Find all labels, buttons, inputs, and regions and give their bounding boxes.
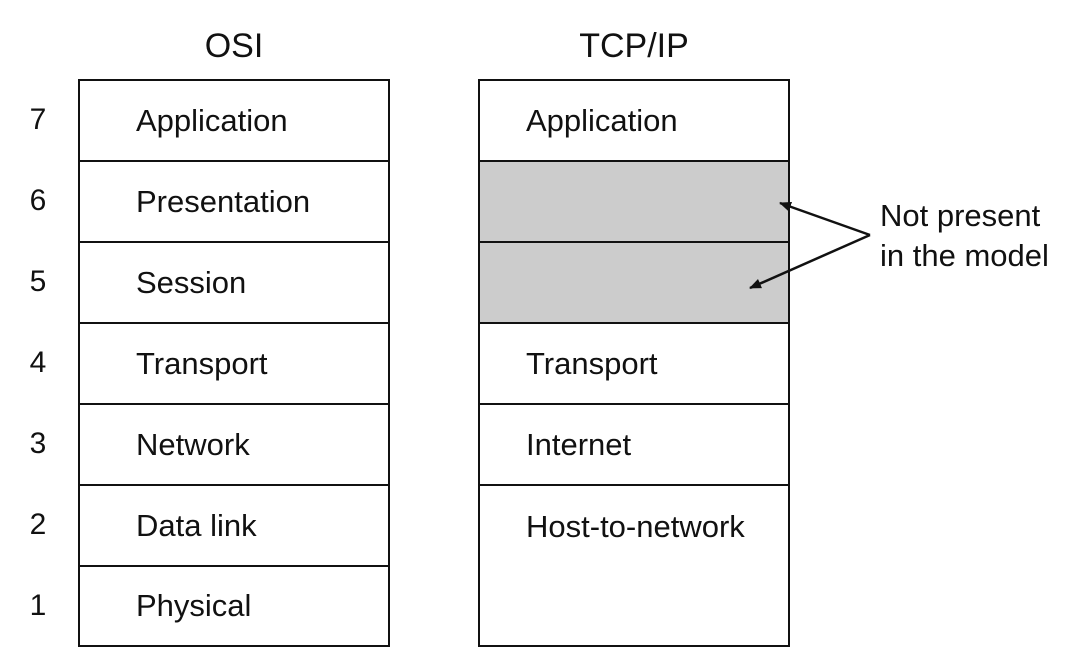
layer-number: 4 xyxy=(29,346,47,379)
osi-layer-label: Physical xyxy=(136,588,252,623)
osi-layer-presentation: Presentation xyxy=(80,162,388,243)
tcpip-layer-application: Application xyxy=(480,81,788,162)
osi-layer-label: Session xyxy=(136,264,247,300)
layer-number: 6 xyxy=(29,184,47,217)
tcpip-heading: TCP/IP xyxy=(579,27,689,65)
tcpip-layer-absent-presentation xyxy=(480,162,788,243)
osi-layer-transport: Transport xyxy=(80,324,388,405)
tcpip-layer-label: Transport xyxy=(526,345,658,381)
osi-layer-label: Application xyxy=(136,102,288,138)
not-present-annotation: Not present in the model xyxy=(880,196,1049,276)
osi-layer-label: Presentation xyxy=(136,183,311,219)
layer-number: 1 xyxy=(29,589,47,622)
annotation-line-1: Not present xyxy=(880,198,1041,233)
osi-layer-application: Application xyxy=(80,81,388,162)
layer-numbers: 7 6 5 4 3 2 1 xyxy=(18,79,58,646)
tcpip-layer-label: Host-to-network xyxy=(526,508,745,544)
layer-number: 5 xyxy=(29,265,47,298)
osi-layer-session: Session xyxy=(80,243,388,324)
tcpip-layer-host-to-network: Host-to-network xyxy=(480,486,788,567)
osi-layer-label: Transport xyxy=(136,345,268,381)
tcpip-layer-absent-session xyxy=(480,243,788,324)
osi-layer-label: Network xyxy=(136,426,250,462)
layer-number: 7 xyxy=(29,103,47,136)
layer-number: 3 xyxy=(29,427,47,460)
osi-layer-data-link: Data link xyxy=(80,486,388,567)
osi-heading: OSI xyxy=(204,27,264,65)
arrow-to-layer-6 xyxy=(779,201,871,237)
tcpip-layer-transport: Transport xyxy=(480,324,788,405)
osi-layer-label: Data link xyxy=(136,507,257,543)
osi-stack: Application Presentation Session Transpo… xyxy=(78,79,390,647)
tcpip-stack: Application Transport Internet Host-to-n… xyxy=(478,79,790,647)
layer-number: 2 xyxy=(29,508,47,541)
osi-layer-network: Network xyxy=(80,405,388,486)
osi-layer-physical: Physical xyxy=(80,567,388,645)
tcpip-layer-label: Application xyxy=(526,102,678,138)
tcpip-layer-internet: Internet xyxy=(480,405,788,486)
tcpip-layer-label: Internet xyxy=(526,426,632,462)
annotation-line-2: in the model xyxy=(880,238,1049,273)
